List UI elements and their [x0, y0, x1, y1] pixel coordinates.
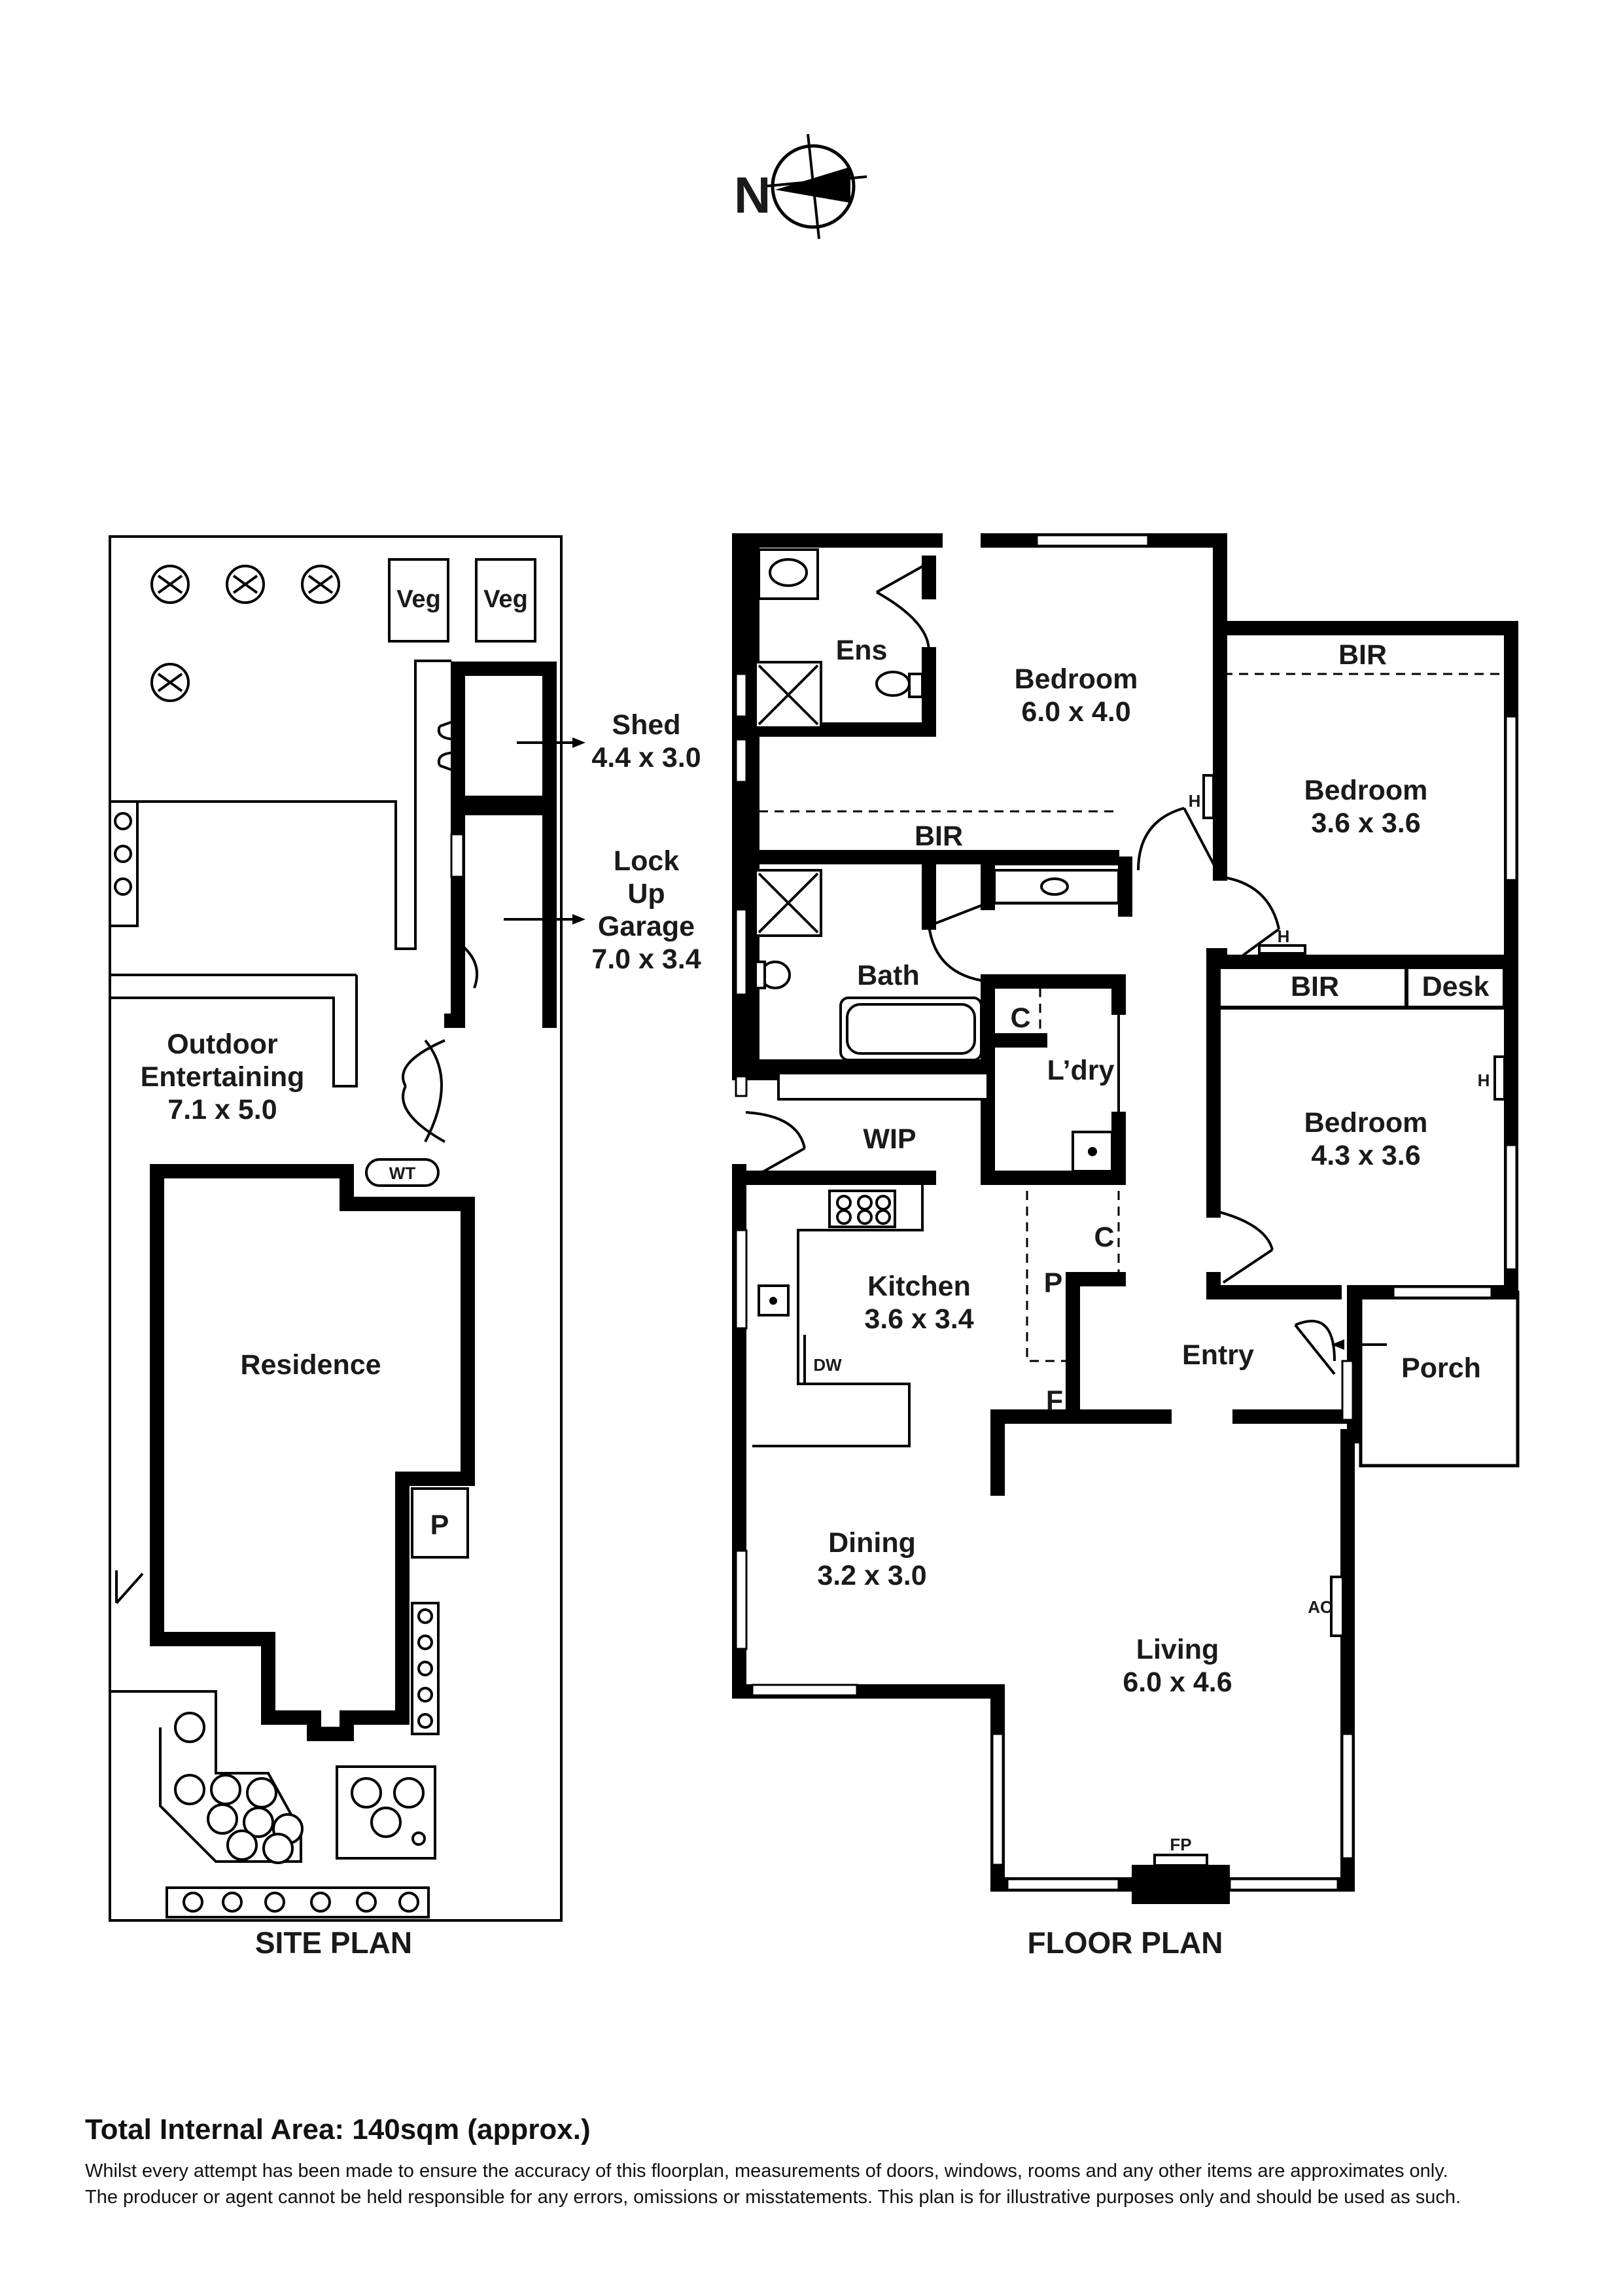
outdoor-entertaining-size: 7.1 x 5.0 — [167, 1094, 277, 1125]
room-label-main-bedroom: Bedroom — [1015, 663, 1138, 695]
room-label-fridge: F — [1046, 1385, 1063, 1417]
site-porch — [411, 1487, 469, 1559]
shrub-icon — [174, 1712, 426, 1913]
residence-outline — [150, 1164, 475, 1741]
room-label-cupboard: C — [1094, 1222, 1114, 1253]
heater-label: H — [1478, 1070, 1490, 1090]
veg-label: Veg — [483, 586, 528, 613]
garage-label-line3: Garage — [598, 911, 695, 942]
heater-icon — [1258, 944, 1306, 955]
air-conditioner-icon — [1330, 1576, 1344, 1637]
room-size-bedroom2: 3.6 x 3.6 — [1311, 807, 1420, 839]
room-label-pantry: P — [1044, 1267, 1063, 1299]
room-size-living: 6.0 x 4.6 — [1123, 1667, 1232, 1698]
window-icon — [450, 833, 464, 878]
compass: N — [734, 133, 867, 239]
site-plan-title: SITE PLAN — [255, 1926, 412, 1960]
air-conditioner-label: AC — [1308, 1597, 1333, 1617]
gate-icon — [402, 1039, 445, 1143]
disclaimer-line: Whilst every attempt has been made to en… — [85, 2161, 1448, 2181]
garage-label-line1: Lock — [614, 845, 679, 877]
exterior-wall — [981, 533, 1518, 1892]
site-plan: Veg Veg Shed 4.4 x 3.0 — [109, 535, 701, 1960]
shrub-icon — [114, 812, 132, 896]
room-label-bedroom3: Bedroom — [1304, 1107, 1428, 1139]
tree-icon — [150, 565, 340, 702]
room-label-wip: WIP — [863, 1123, 916, 1155]
water-tank-label: WT — [389, 1163, 416, 1183]
heater-icon — [1202, 774, 1215, 819]
shed-structure — [451, 662, 557, 810]
room-size-dining: 3.2 x 3.0 — [817, 1560, 926, 1591]
garden-bed — [166, 1886, 430, 1918]
dishwasher-label: DW — [813, 1355, 842, 1375]
fireplace-label: FP — [1170, 1835, 1191, 1854]
shed-label: Shed — [612, 709, 680, 741]
garage-size: 7.0 x 3.4 — [591, 944, 701, 975]
basin-icon — [758, 548, 819, 600]
room-size-kitchen: 3.6 x 3.4 — [864, 1303, 973, 1335]
site-boundary — [109, 535, 563, 1922]
veg-bed — [388, 558, 449, 643]
garage-door-icon — [457, 941, 479, 989]
exterior-wall — [732, 533, 943, 1080]
site-porch-label: P — [430, 1510, 449, 1541]
total-internal-area: Total Internal Area: 140sqm (approx.) — [85, 2113, 591, 2146]
room-label-bedroom2-bir: BIR — [1338, 639, 1387, 671]
floor-plan: FP — [732, 533, 1520, 1960]
heater-label: H — [1278, 927, 1290, 946]
room-label-cupboard: C — [1010, 1002, 1030, 1034]
garage-label-line2: Up — [627, 878, 665, 910]
room-label-desk: Desk — [1422, 971, 1490, 1002]
room-label-kitchen: Kitchen — [867, 1271, 971, 1302]
room-label-living: Living — [1136, 1634, 1219, 1665]
room-label-dining: Dining — [828, 1527, 916, 1559]
heater-label: H — [1189, 791, 1201, 811]
room-label-porch: Porch — [1401, 1352, 1481, 1384]
room-label-entry: Entry — [1182, 1339, 1254, 1371]
side-gate-icon — [115, 1570, 144, 1604]
veg-label: Veg — [396, 586, 441, 613]
compass-arrow-icon — [775, 167, 850, 203]
room-label-bedroom2: Bedroom — [1304, 775, 1428, 806]
room-label-bath: Bath — [857, 960, 920, 991]
compass-north-letter: N — [734, 166, 771, 224]
disclaimer-line: The producer or agent cannot be held res… — [85, 2187, 1461, 2208]
room-label-bir-main: BIR — [915, 821, 963, 852]
room-label-laundry: L’dry — [1047, 1055, 1115, 1086]
shed-size: 4.4 x 3.0 — [591, 742, 701, 773]
room-size-bedroom3: 4.3 x 3.6 — [1311, 1140, 1420, 1171]
floor-plan-title: FLOOR PLAN — [1028, 1926, 1223, 1960]
water-tank — [365, 1158, 440, 1187]
cooktop-icon — [828, 1190, 896, 1228]
room-label-bedroom3-bir: BIR — [1291, 971, 1339, 1002]
toilet-icon — [875, 671, 911, 697]
veg-bed — [475, 558, 536, 643]
room-size-main-bedroom: 6.0 x 4.0 — [1021, 696, 1130, 728]
heater-icon — [1493, 1055, 1506, 1101]
shrub-icon — [417, 1608, 433, 1729]
residence-label: Residence — [240, 1349, 381, 1381]
window-icon — [735, 534, 1518, 1891]
room-label-ensuite: Ens — [836, 635, 888, 666]
footer: Total Internal Area: 140sqm (approx.) Wh… — [85, 2113, 1557, 2210]
outdoor-entertaining-label-line1: Outdoor — [167, 1029, 278, 1060]
outdoor-entertaining-label-line2: Entertaining — [141, 1061, 305, 1093]
fireplace-icon — [1132, 1865, 1230, 1904]
door-icon — [745, 561, 1336, 1375]
shed-door-icon — [437, 718, 459, 773]
